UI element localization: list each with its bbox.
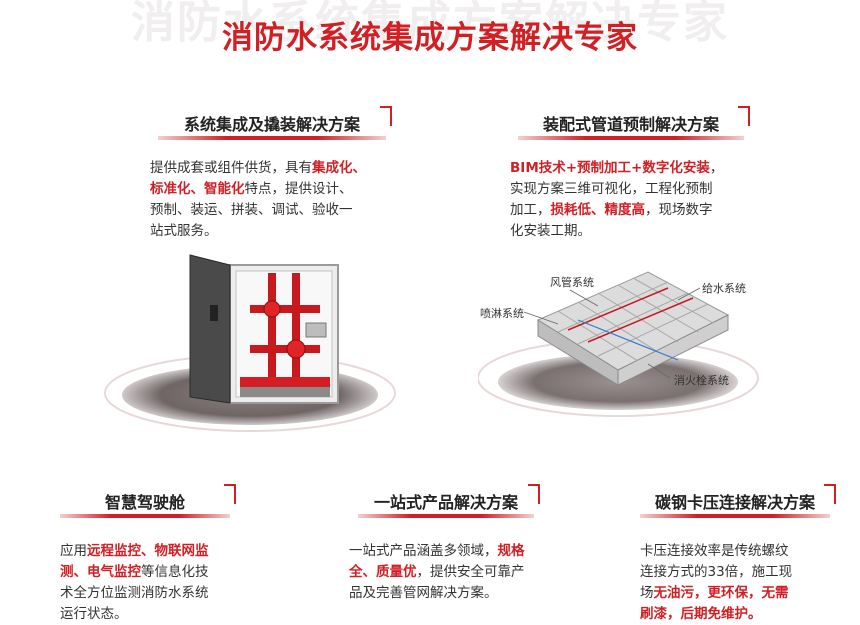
heading-underline: [60, 514, 230, 518]
page-title: 消防水系统集成方案解决专家: [222, 20, 638, 56]
heading-corner-mark: [738, 106, 750, 126]
body-text: 应用: [60, 543, 87, 559]
cockpit-description: 应用远程监控、物联网监测、电气监控等信息化技术全方位监测消防水系统运行状态。: [60, 541, 260, 625]
body-text: 品及完善管网解决方案。: [349, 585, 498, 601]
section-heading-prefab: 装配式管道预制解决方案: [518, 106, 750, 140]
label-hydrant-system: 消火栓系统: [674, 374, 729, 387]
description-line: 连接方式的33倍，施工现: [640, 562, 840, 583]
prefab-piping-diagram: 风管系统 给水系统 喷淋系统 消火栓系统: [477, 260, 778, 430]
body-text: 预制、装运、拼装、调试、验收一: [150, 202, 353, 218]
description-line: BIM技术+预制加工+数字化安装，: [510, 158, 790, 179]
onestop-description: 一站式产品涵盖多领域，规格全、质量优，提供安全可靠产品及完善管网解决方案。: [349, 541, 574, 604]
heading-underline: [158, 136, 386, 140]
body-text: 提供成套或组件供货，具有: [150, 160, 312, 176]
label-duct-system: 风管系统: [550, 276, 594, 289]
body-text: 化安装工期。: [510, 223, 591, 239]
body-text: 等信息化技: [141, 564, 209, 580]
body-text: 卡压连接效率是传统螺纹: [640, 543, 789, 559]
body-text: ，现场数字: [645, 202, 713, 218]
section-heading-onestop: 一站式产品解决方案: [358, 484, 540, 518]
highlight-text: 刷漆，后期免维护。: [640, 606, 762, 622]
description-line: 应用远程监控、物联网监: [60, 541, 260, 562]
section-heading-press: 碳钢卡压连接解决方案: [640, 484, 836, 518]
label-water-supply-system: 给水系统: [702, 282, 746, 295]
body-text: ，提供安全可靠产: [416, 564, 525, 580]
description-line: 场无油污，更环保，无需: [640, 583, 840, 604]
body-text: 一站式产品涵盖多领域，: [349, 543, 498, 559]
highlight-text: 无油污，更环保，无需: [653, 585, 789, 601]
heading-underline: [640, 514, 830, 518]
body-text: 连接方式的33倍，施工现: [640, 564, 793, 580]
heading-corner-mark: [224, 484, 236, 504]
description-line: 化安装工期。: [510, 221, 790, 242]
description-line: 刷漆，后期免维护。: [640, 604, 840, 625]
body-text: 运行状态。: [60, 606, 128, 622]
description-line: 站式服务。: [150, 221, 420, 242]
heading-underline: [518, 136, 744, 140]
description-line: 一站式产品涵盖多领域，规格: [349, 541, 574, 562]
section-heading-integration: 系统集成及撬装解决方案: [158, 106, 392, 140]
highlight-text: BIM技术+预制加工+数字化安装: [510, 160, 710, 176]
description-line: 预制、装运、拼装、调试、验收一: [150, 200, 420, 221]
body-text: 实现方案三维可视化，工程化预制: [510, 181, 713, 197]
highlight-text: 集成化、: [312, 160, 366, 176]
prefab-description: BIM技术+预制加工+数字化安装，实现方案三维可视化，工程化预制加工，损耗低、精…: [510, 158, 790, 242]
highlight-text: 损耗低、精度高: [550, 202, 646, 218]
section-heading-label: 装配式管道预制解决方案: [542, 115, 719, 134]
heading-corner-mark: [528, 484, 540, 504]
description-line: 加工，损耗低、精度高，现场数字: [510, 200, 790, 221]
highlight-text: 远程监控、物联网监: [87, 543, 209, 559]
description-line: 卡压连接效率是传统螺纹: [640, 541, 840, 562]
body-text: 特点，提供设计、: [244, 181, 353, 197]
section-heading-label: 智慧驾驶舱: [104, 493, 185, 512]
description-line: 测、电气监控等信息化技: [60, 562, 260, 583]
description-line: 全、质量优，提供安全可靠产: [349, 562, 574, 583]
label-sprinkler-system: 喷淋系统: [480, 307, 524, 320]
highlight-text: 智能化: [204, 181, 245, 197]
fire-pump-cabinet-image: [100, 245, 400, 445]
watermark-text: 消防水系统集成方案解决专家: [131, 0, 729, 48]
description-line: 品及完善管网解决方案。: [349, 583, 574, 604]
body-text: 加工，: [510, 202, 551, 218]
section-heading-label: 碳钢卡压连接解决方案: [654, 493, 815, 512]
body-text: ，: [709, 160, 724, 176]
body-text: 术全方位监测消防水系统: [60, 585, 209, 601]
integration-description: 提供成套或组件供货，具有集成化、标准化、智能化特点，提供设计、预制、装运、拼装、…: [150, 158, 420, 242]
description-line: 实现方案三维可视化，工程化预制: [510, 179, 790, 200]
section-heading-label: 系统集成及撬装解决方案: [183, 115, 360, 134]
description-line: 提供成套或组件供货，具有集成化、: [150, 158, 420, 179]
section-heading-label: 一站式产品解决方案: [373, 493, 518, 512]
description-line: 运行状态。: [60, 604, 260, 625]
description-line: 标准化、智能化特点，提供设计、: [150, 179, 420, 200]
highlight-text: 规格: [497, 543, 525, 559]
press-description: 卡压连接效率是传统螺纹连接方式的33倍，施工现场无油污，更环保，无需刷漆，后期免…: [640, 541, 840, 625]
highlight-text: 标准化、: [150, 181, 204, 197]
body-text: 场: [640, 585, 654, 601]
heading-underline: [358, 514, 534, 518]
heading-corner-mark: [824, 484, 836, 504]
highlight-text: 全、质量优: [349, 564, 417, 580]
heading-corner-mark: [380, 106, 392, 126]
section-heading-cockpit: 智慧驾驶舱: [60, 484, 236, 518]
description-line: 术全方位监测消防水系统: [60, 583, 260, 604]
body-text: 站式服务。: [150, 223, 218, 239]
highlight-text: 测、电气监控: [60, 564, 141, 580]
